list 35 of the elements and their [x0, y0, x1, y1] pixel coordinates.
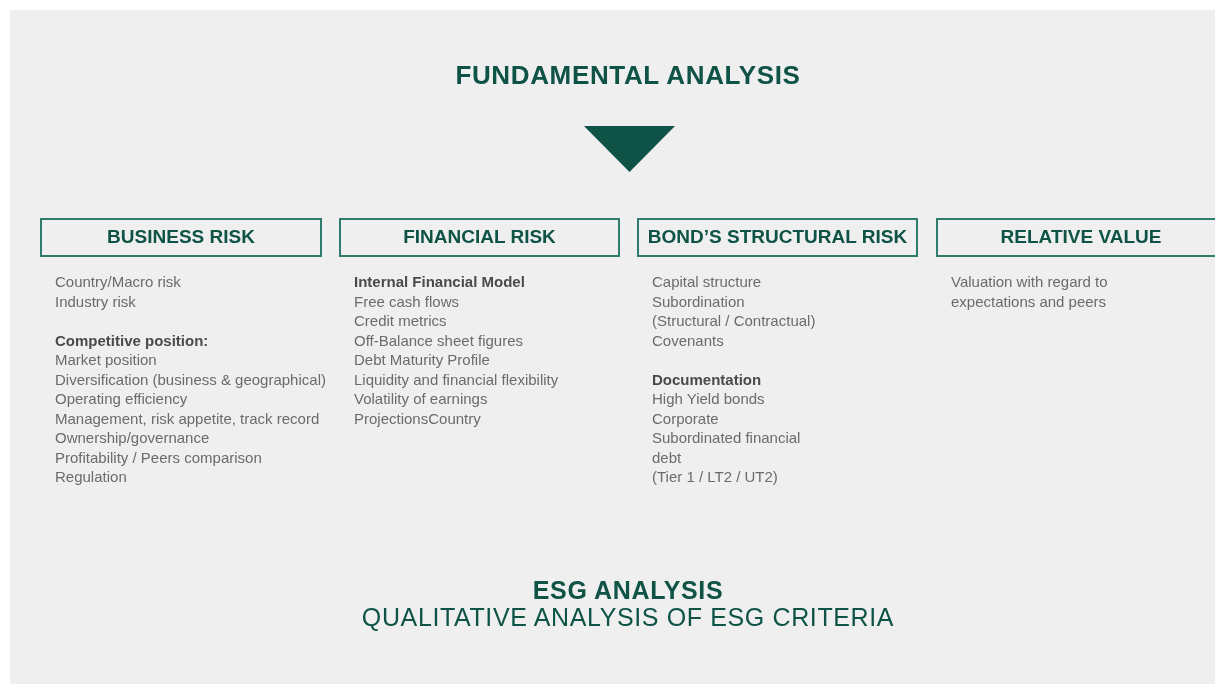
list-item: (Tier 1 / LT2 / UT2)	[652, 467, 779, 487]
list-item: Regulation	[55, 467, 128, 487]
list-item: Credit metrics	[354, 311, 448, 331]
list-item: Liquidity and financial flexibility	[354, 369, 560, 389]
list-item: Covenants	[652, 330, 725, 350]
list-item: Subordinated financial debt	[652, 428, 802, 467]
list-item: Industry risk	[55, 291, 137, 311]
list-item: Free cash flows	[354, 291, 461, 311]
list-item: Valuation with regard to expectations and peers	[951, 272, 1109, 311]
list-item: Subordination	[652, 291, 746, 311]
list-item: Country/Macro risk	[55, 272, 182, 292]
subheading: Documentation	[652, 369, 763, 389]
list-item: ProjectionsCountry	[354, 408, 482, 428]
list-item: Capital structure	[652, 272, 763, 292]
list-item: Market position	[55, 350, 158, 370]
category-box: RELATIVE VALUE	[936, 218, 1215, 257]
list-item: Ownership/governance	[55, 428, 211, 448]
section-heading: ESG ANALYSIS	[531, 578, 725, 603]
list-item: (Structural / Contractual)	[652, 311, 817, 331]
subheading: Competitive position:	[55, 330, 210, 350]
list-item: Corporate	[652, 408, 720, 428]
title: FUNDAMENTAL ANALYSIS	[454, 62, 802, 88]
list-item: Volatility of earnings	[354, 389, 489, 409]
list-item: Off-Balance sheet figures	[354, 330, 524, 350]
list-item: Profitability / Peers comparison	[55, 447, 263, 467]
category-box: FINANCIAL RISK	[339, 218, 620, 257]
section-subheading: QUALITATIVE ANALYSIS OF ESG CRITERIA	[360, 605, 896, 630]
list-item: Diversification (business & geographical)	[55, 369, 327, 389]
subheading: Internal Financial Model	[354, 272, 526, 292]
category-box: BUSINESS RISK	[40, 218, 322, 257]
category-box: BOND’S STRUCTURAL RISK	[637, 218, 918, 257]
list-item: High Yield bonds	[652, 389, 766, 409]
list-item: Management, risk appetite, track record	[55, 408, 321, 428]
list-item: Operating efficiency	[55, 389, 189, 409]
list-item: Debt Maturity Profile	[354, 350, 491, 370]
